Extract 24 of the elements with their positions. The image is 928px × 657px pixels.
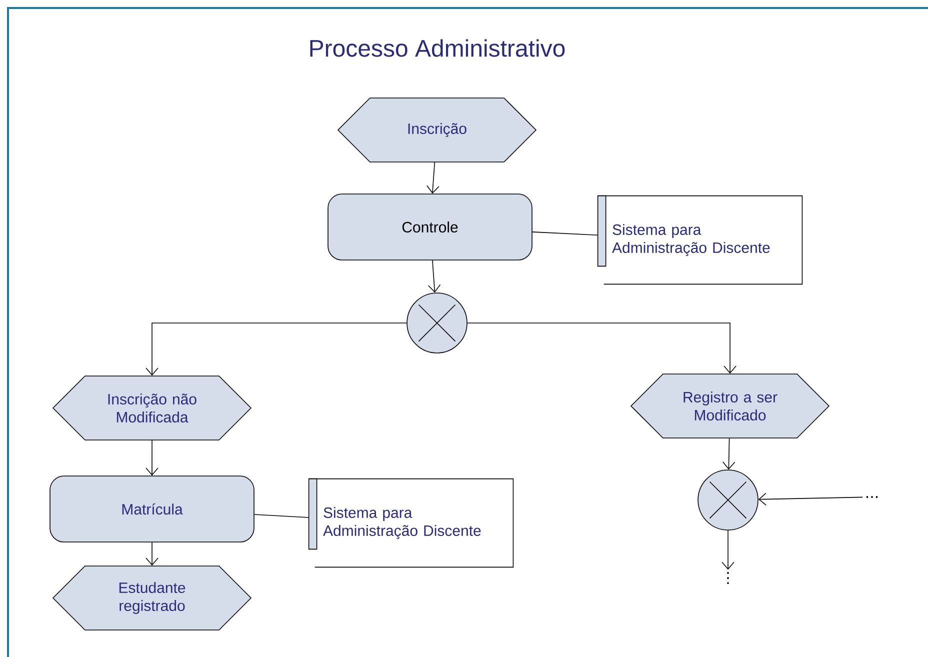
arrow — [758, 492, 864, 506]
event-hexagon: Registro a ser Modificado — [630, 374, 830, 438]
ellipsis: ... — [866, 496, 878, 498]
arrow — [722, 438, 736, 470]
arrow — [428, 260, 441, 293]
ellipsis: ⋮ — [727, 572, 729, 584]
arrow — [146, 322, 407, 376]
node-label: Sistema para Administração Discente — [323, 506, 481, 540]
arrow — [722, 530, 734, 570]
event-hexagon: Inscrição não Modificada — [52, 376, 252, 440]
arrow — [146, 440, 158, 476]
node-label: Sistema para Administração Discente — [612, 224, 770, 256]
event-hexagon: Inscrição — [337, 98, 537, 162]
title: Processo Administrativo — [310, 39, 565, 57]
event-hexagon: Estudante registrado — [52, 566, 252, 630]
system-box: Sistema para Administração Discente — [308, 478, 514, 568]
xor-connector — [698, 470, 758, 530]
function-box: Controle — [328, 194, 532, 260]
arrow — [146, 542, 158, 566]
arrow — [426, 162, 440, 194]
arrow — [467, 322, 736, 374]
function-box: Matrícula — [50, 476, 254, 542]
xor-connector — [406, 292, 468, 354]
system-box: Sistema para Administração Discente — [597, 195, 803, 285]
